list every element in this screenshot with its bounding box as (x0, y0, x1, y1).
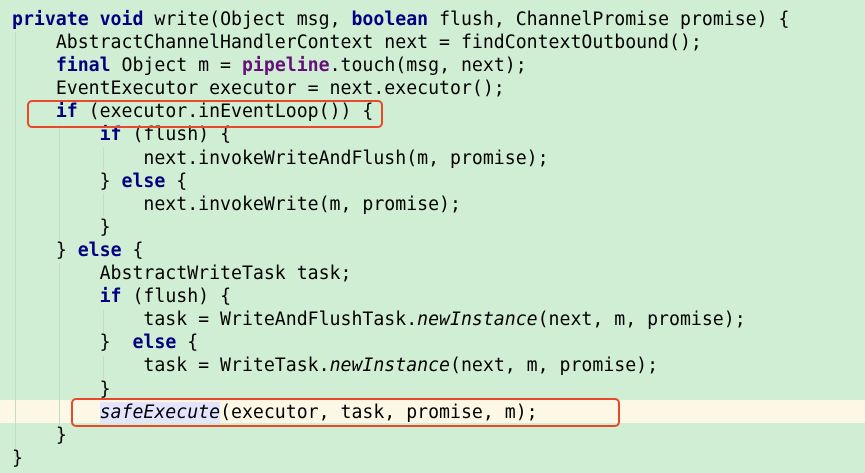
indent-guide (103, 310, 104, 333)
code-line[interactable]: } else { (12, 239, 789, 262)
code-token: write(Object msg, (143, 9, 352, 30)
indent (12, 194, 143, 215)
code-line[interactable]: if (executor.inEventLoop()) { (12, 100, 789, 123)
indent (12, 286, 100, 307)
code-line[interactable]: } (12, 216, 789, 239)
code-line[interactable]: next.invokeWriteAndFlush(m, promise); (12, 147, 789, 170)
code-line[interactable]: next.invokeWrite(m, promise); (12, 193, 789, 216)
code-token: (next, m, promise); (537, 309, 746, 331)
code-token: { (165, 170, 188, 192)
keyword-token: private (12, 9, 89, 30)
indent (12, 148, 143, 169)
code-token: task = WriteTask. (143, 355, 330, 377)
code-token: } (99, 332, 133, 354)
code-token (89, 9, 100, 30)
indent (12, 78, 56, 99)
keyword-token: else (132, 332, 177, 354)
indent-guide (59, 263, 60, 433)
code-line[interactable]: } else { (12, 170, 789, 193)
method-call-token: newInstance (329, 355, 451, 377)
code-token: EventExecutor executor = next.executor()… (55, 78, 505, 100)
code-line[interactable]: } (12, 447, 789, 470)
indent (12, 355, 143, 376)
code-token: } (99, 170, 122, 192)
code-token: (executor, task, promise, m); (220, 401, 538, 423)
code-token: { (121, 239, 144, 261)
code-line[interactable]: task = WriteTask.newInstance(next, m, pr… (12, 354, 789, 377)
code-line[interactable]: EventExecutor executor = next.executor()… (12, 77, 789, 100)
code-token: AbstractWriteTask task; (99, 263, 352, 285)
code-token: task = WriteAndFlushTask. (143, 309, 418, 331)
code-token: next.invokeWriteAndFlush(m, promise); (143, 147, 549, 169)
indent (12, 240, 56, 261)
code-token: (flush) { (121, 286, 232, 308)
code-line[interactable]: task = WriteAndFlushTask.newInstance(nex… (12, 308, 789, 331)
indent (12, 379, 100, 400)
keyword-token: void (99, 9, 144, 30)
indent (12, 32, 56, 53)
indent (12, 332, 100, 353)
code-token: } (55, 239, 78, 261)
indent-guide (15, 32, 16, 462)
keyword-token: if (99, 286, 122, 308)
code-token: } (99, 216, 111, 238)
method-call-token: newInstance (417, 309, 538, 331)
keyword-token: else (121, 170, 166, 192)
code-token: next.invokeWrite(m, promise); (143, 193, 461, 215)
code-token: (executor.inEventLoop()) { (77, 101, 374, 123)
code-line[interactable]: AbstractWriteTask task; (12, 262, 789, 285)
code-line[interactable]: } (12, 378, 789, 401)
code-token: flush, ChannelPromise promise) { (428, 9, 790, 30)
indent (12, 55, 56, 76)
code-token: (next, m, promise); (450, 355, 659, 377)
indent (12, 309, 143, 330)
keyword-token: else (77, 239, 122, 261)
code-token: } (99, 378, 111, 400)
keyword-token: if (99, 124, 122, 146)
code-token: } (12, 447, 23, 469)
indent-guide (103, 193, 104, 216)
code-token: } (55, 424, 67, 446)
code-line[interactable]: } else { (12, 331, 789, 354)
safe-execute-callout (71, 398, 620, 427)
code-line[interactable]: if (flush) { (12, 123, 789, 146)
indent (12, 217, 100, 238)
code-token: Object m = (110, 55, 242, 77)
code-block[interactable]: private void write(Object msg, boolean f… (12, 8, 789, 470)
indent (12, 263, 100, 284)
if-in-event-loop-callout (27, 100, 383, 128)
indent-guide (59, 125, 60, 245)
keyword-token: boolean (351, 9, 429, 30)
code-token: { (176, 332, 199, 354)
code-token: .touch(msg, next); (329, 55, 527, 77)
keyword-token: final (55, 55, 111, 77)
code-line[interactable]: private void write(Object msg, boolean f… (12, 8, 789, 31)
indent (12, 425, 56, 446)
indent-guide (103, 356, 104, 379)
code-line[interactable]: if (flush) { (12, 285, 789, 308)
code-token: (flush) { (121, 124, 232, 146)
method-call-token: safeExecute (99, 401, 221, 423)
field-token: pipeline (241, 55, 330, 77)
code-line[interactable]: AbstractChannelHandlerContext next = fin… (12, 31, 789, 54)
code-line[interactable]: safeExecute(executor, task, promise, m); (12, 401, 789, 424)
indent (12, 171, 100, 192)
indent-guide (103, 147, 104, 170)
code-line[interactable]: final Object m = pipeline.touch(msg, nex… (12, 54, 789, 77)
code-line[interactable]: } (12, 424, 789, 447)
keyword-token: if (55, 101, 78, 123)
code-token: AbstractChannelHandlerContext next = fin… (55, 32, 702, 54)
